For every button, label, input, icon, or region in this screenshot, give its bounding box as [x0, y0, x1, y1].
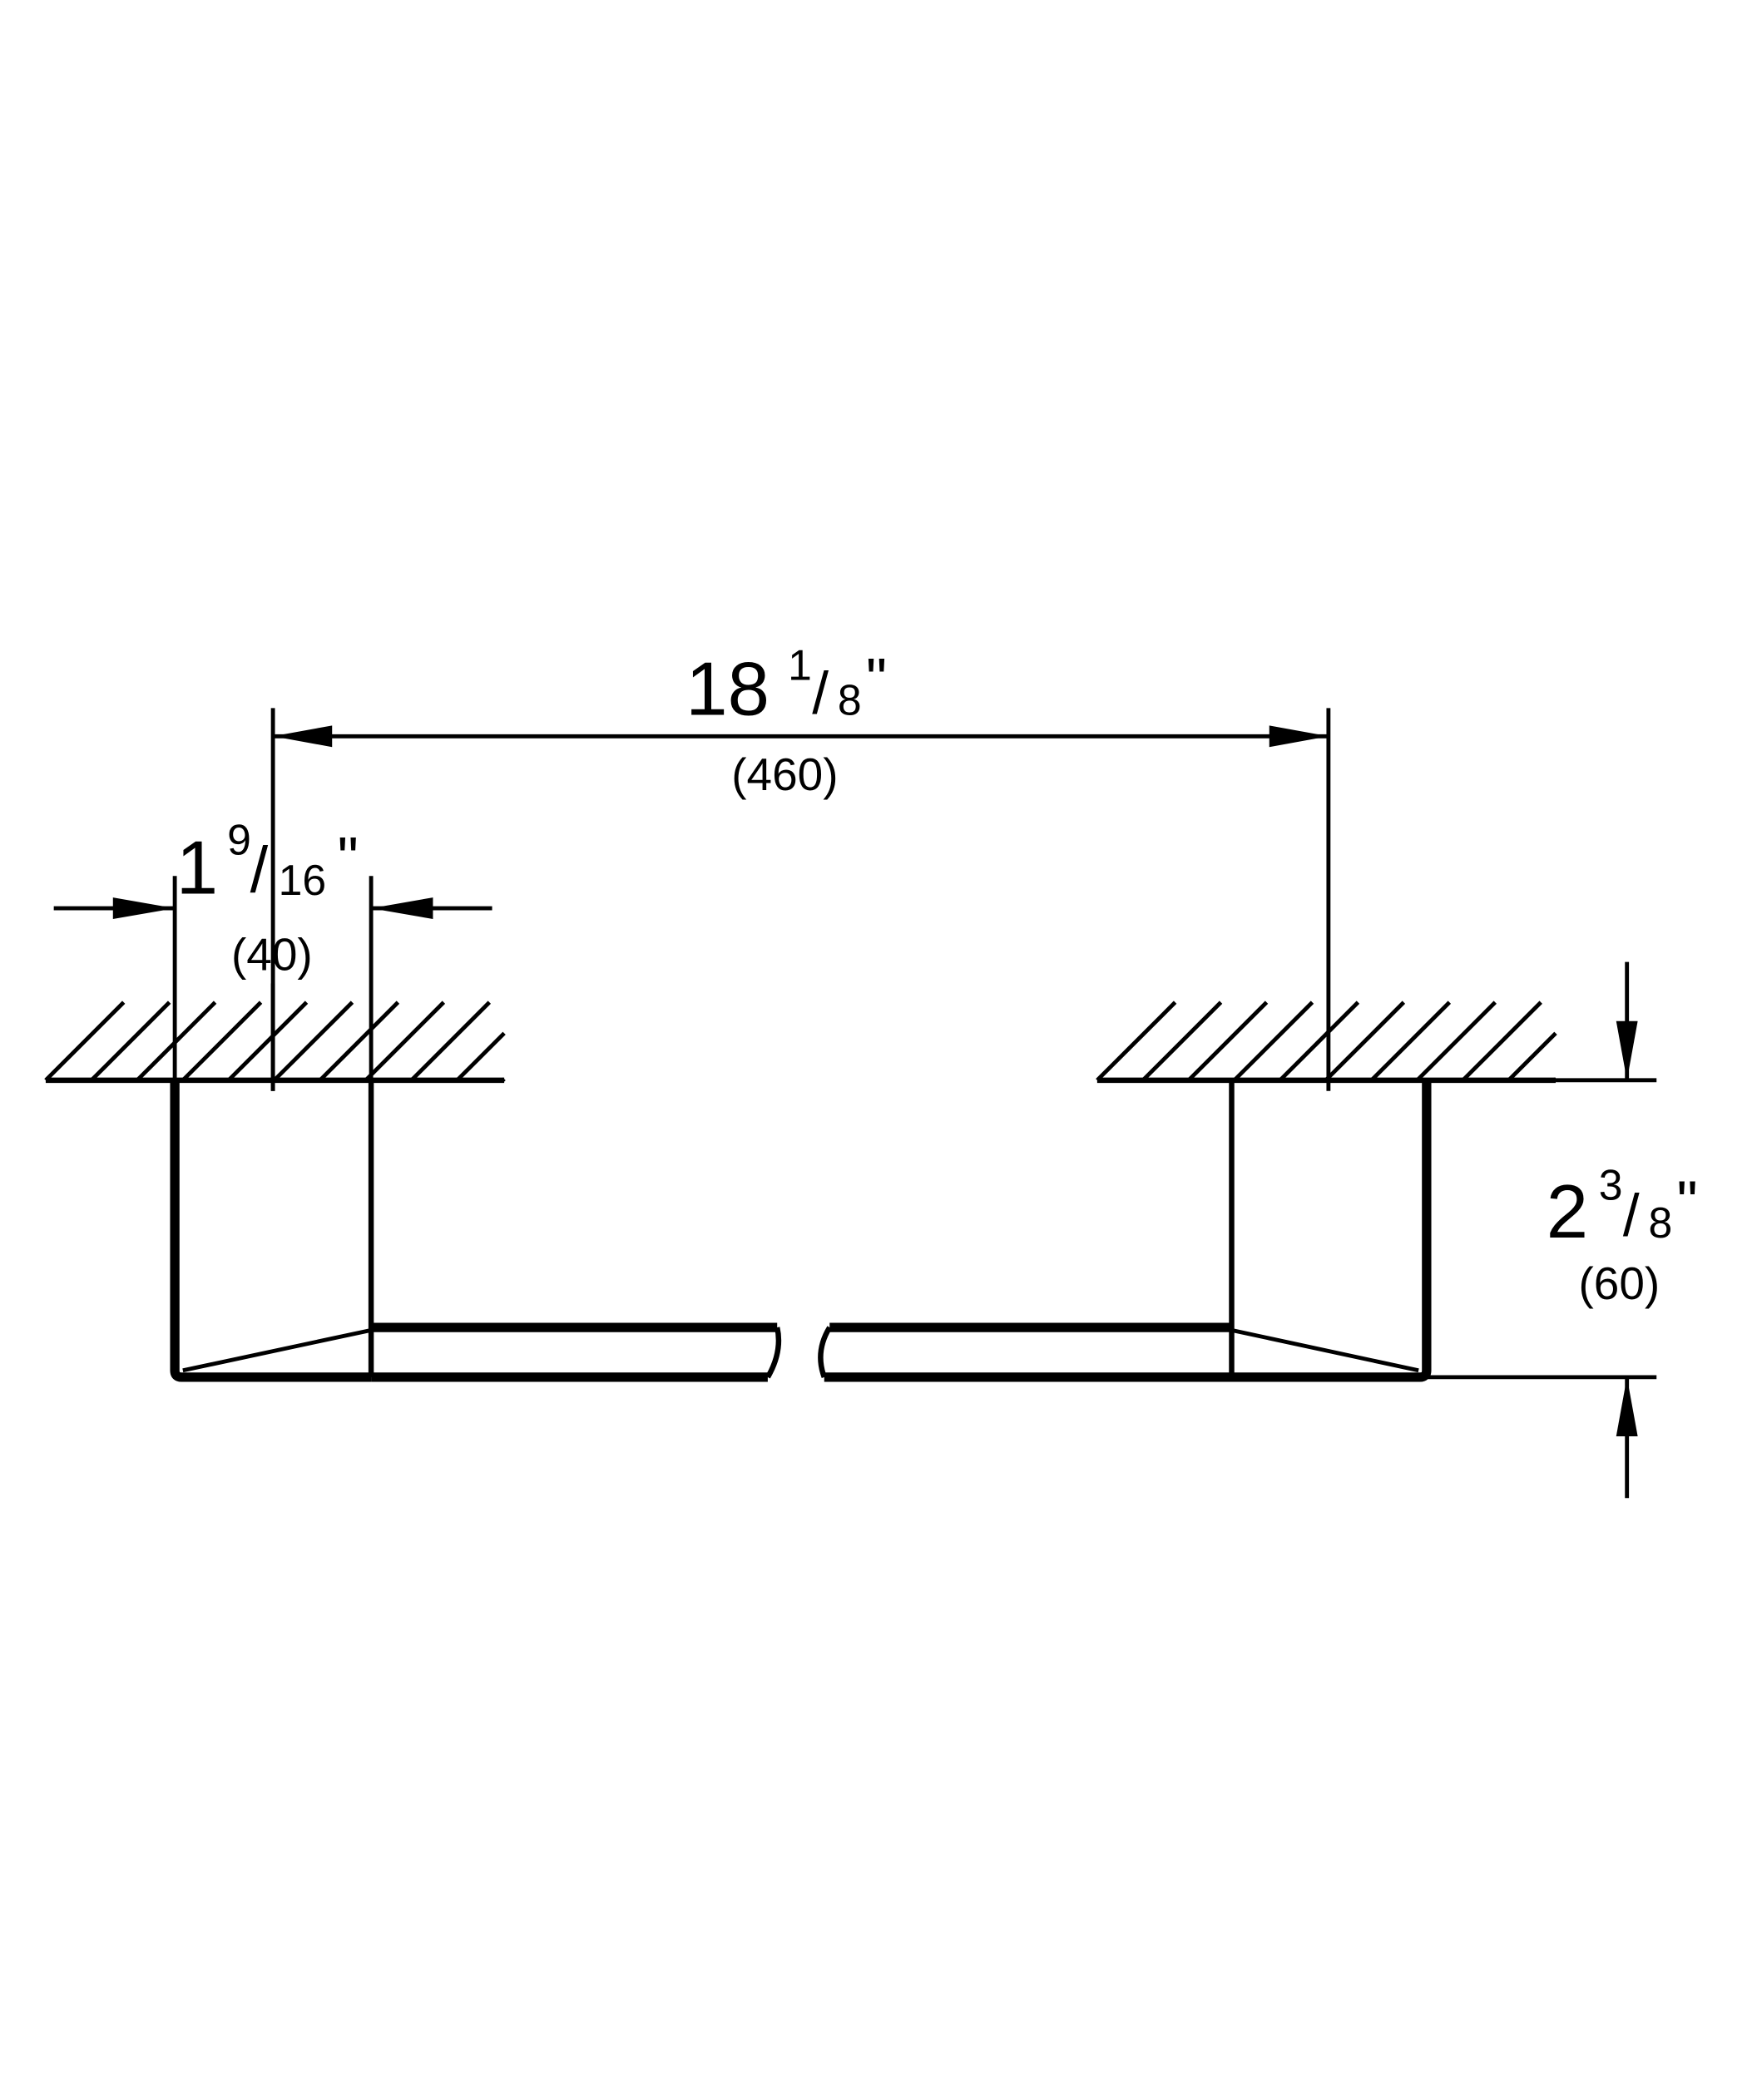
bracket-width-metric: (40)	[231, 928, 313, 980]
overall-width-metric: (460)	[731, 749, 838, 800]
hatch-line	[227, 1001, 309, 1082]
projection-whole: 2	[1547, 1170, 1588, 1254]
hatch-line	[1187, 1001, 1269, 1082]
hatch-line	[364, 1001, 446, 1082]
hatch-line	[1324, 1001, 1406, 1082]
projection-unit: "	[1676, 1170, 1697, 1236]
hatch-line	[1461, 1001, 1542, 1082]
overall-width-whole: 18	[685, 647, 770, 731]
arrowhead-right	[1269, 725, 1329, 748]
left-bracket	[170, 1080, 374, 1382]
hatch-line	[1233, 1001, 1314, 1082]
towel-bar-right-segment	[818, 1322, 1232, 1382]
arrowhead-right-inward	[371, 897, 433, 919]
arrowhead-left-inward	[112, 897, 176, 919]
overall-width-unit: "	[866, 648, 887, 714]
bracket-width-denominator: 16	[279, 856, 327, 904]
hatch-line	[318, 1001, 400, 1082]
arrowhead-up	[1616, 1376, 1638, 1436]
projection-dimension: 2 3 / 8 " (60)	[1426, 961, 1698, 1499]
fraction-slash: /	[1623, 1183, 1640, 1249]
towel-bar-left-segment	[371, 1322, 782, 1382]
hatch-line	[90, 1001, 171, 1082]
fraction-slash: /	[812, 661, 829, 727]
projection-metric: (60)	[1579, 1258, 1660, 1309]
overall-width-denominator: 8	[838, 675, 862, 724]
hatch-line	[181, 1001, 263, 1082]
hatch-line	[501, 1077, 506, 1082]
hatch-line	[1096, 1001, 1177, 1082]
arrowhead-down	[1616, 1020, 1638, 1080]
fraction-slash: /	[250, 835, 269, 907]
overall-width-numerator: 1	[788, 640, 812, 689]
hatch-line	[1552, 1077, 1557, 1082]
hatch-line	[1141, 1001, 1223, 1082]
projection-denominator: 8	[1649, 1198, 1673, 1247]
hatch-line	[1507, 1031, 1557, 1082]
bracket-width-unit: "	[338, 827, 359, 892]
projection-numerator: 3	[1599, 1161, 1623, 1209]
right-bracket	[1229, 1080, 1432, 1382]
hatch-line	[1415, 1001, 1497, 1082]
overall-width-dimension: 18 1 / 8 " (460)	[270, 640, 1331, 1091]
hatch-line	[1369, 1001, 1452, 1082]
hatch-line	[273, 1001, 354, 1082]
hatch-line	[44, 1001, 126, 1082]
arrowhead-left	[273, 725, 333, 748]
hatch-line	[409, 1001, 492, 1082]
bracket-width-dimension: 1 9 / 16 " (40)	[53, 815, 492, 1091]
right-wall-section	[1096, 1001, 1557, 1084]
bracket-width-whole: 1	[176, 826, 218, 910]
bracket-width-numerator: 9	[227, 815, 251, 863]
hatch-line	[1278, 1001, 1360, 1082]
hatch-line	[455, 1031, 506, 1082]
